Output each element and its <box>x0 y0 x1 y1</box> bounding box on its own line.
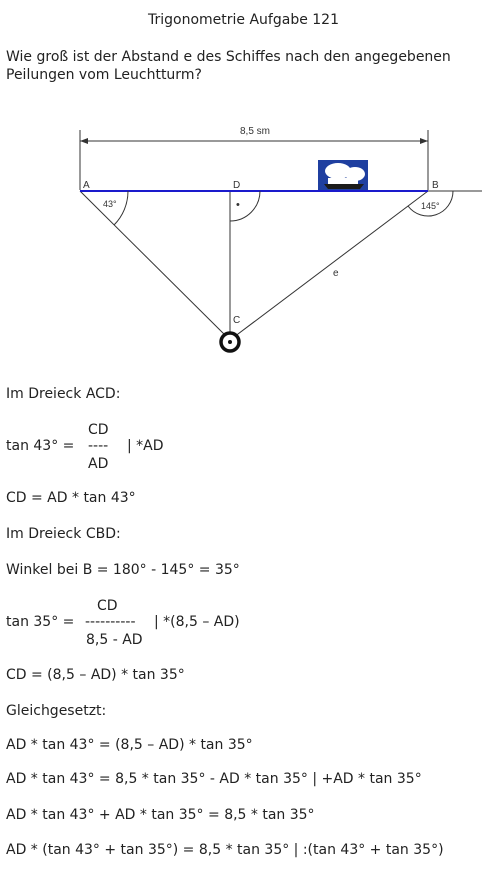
angle-a-label: 43° <box>103 199 117 209</box>
angle-b-calculation: Winkel bei B = 180° - 145° = 35° <box>6 562 240 578</box>
tan43-denominator: AD <box>88 456 109 472</box>
tan43-bar: ---- <box>88 438 109 454</box>
right-angle-dot: • <box>236 199 240 211</box>
side-bc-e <box>229 190 429 341</box>
equated-heading: Gleichgesetzt: <box>6 703 107 719</box>
tan43-operation: | *AD <box>127 438 164 454</box>
angle-arc-b <box>407 190 454 217</box>
cd-equation-1: CD = AD * tan 43° <box>6 490 136 506</box>
page-title: Trigonometrie Aufgabe 121 <box>148 12 339 28</box>
dimension-arrow-right <box>420 138 428 144</box>
tan35-numerator: CD <box>97 598 118 614</box>
label-b: B <box>432 180 439 191</box>
question-text: Wie groß ist der Abstand e des Schiffes … <box>6 49 451 83</box>
triangle-acd-heading: Im Dreieck ACD: <box>6 386 121 402</box>
label-a: A <box>83 180 90 191</box>
label-c: C <box>233 315 240 326</box>
dimension-arrow-left <box>80 138 88 144</box>
label-d: D <box>233 180 240 191</box>
triangle-diagram: 8,5 sm A D B C 43° 145° e • <box>79 126 482 353</box>
tan35-operation: | *(8,5 – AD) <box>154 614 240 630</box>
tan43-numerator: CD <box>88 422 109 438</box>
equation-4: AD * (tan 43° + tan 35°) = 8,5 * tan 35°… <box>6 842 444 858</box>
side-e-label: e <box>333 268 339 279</box>
lighthouse-icon <box>219 331 241 353</box>
angle-arc-a <box>113 190 129 226</box>
angle-b-label: 145° <box>421 201 440 211</box>
tan35-fraction: CD tan 35° = ---------- | *(8,5 – AD) 8,… <box>6 596 326 650</box>
tan43-fraction: CD tan 43° = ---- | *AD AD <box>6 420 306 474</box>
side-ac <box>79 190 231 341</box>
tan35-lhs: tan 35° = <box>6 614 75 630</box>
equation-2: AD * tan 43° = 8,5 * tan 35° - AD * tan … <box>6 771 422 787</box>
equation-3: AD * tan 43° + AD * tan 35° = 8,5 * tan … <box>6 807 315 823</box>
tan35-denominator: 8,5 - AD <box>86 632 143 648</box>
tan43-lhs: tan 43° = <box>6 438 75 454</box>
tan35-bar: ---------- <box>85 614 136 630</box>
angle-arc-d <box>229 190 261 222</box>
distance-label: 8,5 sm <box>240 126 270 137</box>
triangle-cbd-heading: Im Dreieck CBD: <box>6 526 121 542</box>
cd-equation-2: CD = (8,5 – AD) * tan 35° <box>6 667 185 683</box>
equation-1: AD * tan 43° = (8,5 – AD) * tan 35° <box>6 737 253 753</box>
ship-icon <box>318 160 368 190</box>
